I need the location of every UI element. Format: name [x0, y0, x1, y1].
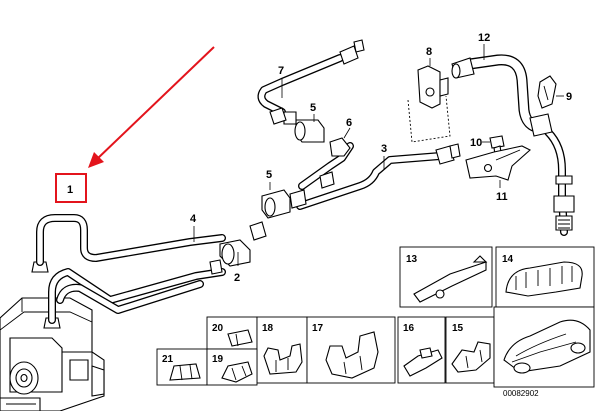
- connector-part-2: [209, 221, 267, 275]
- wheel-fittings: [529, 113, 575, 231]
- pipe-part-1: [36, 214, 226, 324]
- pipe-part-3: [296, 152, 444, 210]
- callout-8: 8: [426, 46, 432, 58]
- inset-14: 14: [495, 246, 595, 308]
- svg-text:19: 19: [212, 354, 224, 365]
- inset-car-overview: [493, 306, 595, 388]
- svg-text:14: 14: [502, 254, 514, 265]
- callout-10: 10: [470, 137, 482, 149]
- callout-3: 3: [381, 143, 387, 155]
- callout-11: 11: [496, 191, 508, 203]
- bracket-part-8: [407, 65, 451, 143]
- svg-text:21: 21: [162, 354, 174, 365]
- callout-1: 1: [67, 184, 73, 196]
- svg-text:15: 15: [452, 323, 464, 334]
- pipe-part-7: [257, 54, 344, 116]
- inset-19: 19: [206, 348, 258, 386]
- highlight-box: [55, 173, 87, 203]
- bracket-part-11: [465, 145, 531, 181]
- highlight-arrow-shaft: [95, 46, 215, 161]
- svg-text:20: 20: [212, 323, 224, 334]
- hose-end-fitting-12: [451, 57, 475, 79]
- svg-text:18: 18: [262, 323, 274, 334]
- inset-21: 21: [156, 348, 208, 386]
- brake-pipes: [36, 54, 568, 324]
- inset-13: 13: [399, 246, 493, 308]
- inset-panels: 13 14 20 18 17: [156, 246, 595, 388]
- callout-12: 12: [478, 32, 490, 44]
- callout-4: 4: [190, 213, 197, 225]
- drawing-code: 00082902: [503, 389, 539, 398]
- inset-16: 16: [397, 316, 446, 384]
- svg-text:16: 16: [403, 323, 415, 334]
- highlight-arrow-head: [88, 152, 104, 168]
- highlight-part-1: 1: [55, 46, 215, 203]
- callout-9: 9: [566, 91, 572, 103]
- callout-7: 7: [278, 65, 284, 77]
- callout-5-lower: 5: [266, 169, 272, 181]
- leader-lines: [193, 44, 564, 266]
- inset-18: 18: [256, 316, 308, 384]
- inset-15: 15: [445, 316, 495, 384]
- end-fitting-7: [269, 39, 365, 125]
- union-nut-5-upper: [283, 111, 325, 143]
- inset-17: 17: [306, 316, 396, 384]
- end-fitting-3: [435, 143, 461, 165]
- callout-5-upper: 5: [310, 102, 316, 114]
- svg-text:13: 13: [406, 254, 418, 265]
- elbow-fitting-6: [319, 137, 351, 189]
- callout-6: 6: [346, 117, 352, 129]
- inset-20: 20: [206, 316, 258, 350]
- callout-labels: 2 3 4 5 5 6 7 8 9 10 11 12: [190, 32, 572, 284]
- svg-text:17: 17: [312, 323, 324, 334]
- union-nut-5-lower: [261, 189, 307, 219]
- pipe-part-4: [56, 280, 204, 314]
- abs-hydraulic-unit: [0, 261, 105, 411]
- callout-2: 2: [234, 272, 240, 284]
- fittings: [209, 39, 575, 275]
- clip-part-9: [537, 75, 557, 109]
